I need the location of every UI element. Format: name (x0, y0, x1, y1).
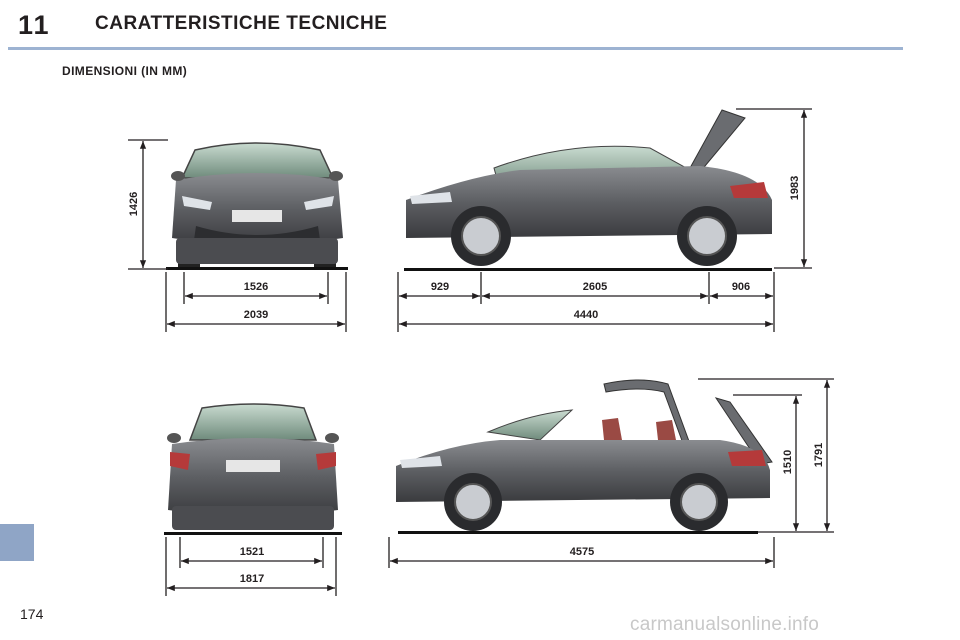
dim-wheelbase: 2605 (583, 281, 607, 293)
dim-rear-track: 1521 (240, 546, 264, 558)
page-number: 174 (20, 606, 44, 622)
dim-width-mirrors: 2039 (244, 309, 268, 321)
dim-rear-overhang: 906 (732, 281, 750, 293)
dim-front-overhang: 929 (431, 281, 449, 293)
car-side-view-convertible (396, 379, 773, 534)
dim-front-height: 1426 (128, 192, 140, 216)
section-title: DIMENSIONI (IN MM) (62, 64, 188, 78)
car-rear-view (164, 403, 342, 535)
watermark: carmanualsonline.info (630, 614, 820, 635)
chapter-side-tab (0, 524, 34, 561)
dim-height-roof-closed: 1510 (782, 450, 794, 474)
dim-overall-length: 4440 (574, 309, 598, 321)
dim-height-roof-operating: 1791 (813, 443, 825, 467)
header-rule (8, 47, 903, 50)
dim-front-track: 1526 (244, 281, 268, 293)
dimension-lines (128, 108, 834, 596)
car-side-view-coupe (404, 109, 772, 271)
dim-height-trunk-open: 1983 (789, 176, 801, 200)
chapter-title: CARATTERISTICHE TECNICHE (95, 13, 388, 34)
chapter-number: 11 (18, 10, 51, 40)
car-front-view (166, 142, 348, 270)
dim-rear-width: 1817 (240, 573, 264, 585)
dim-length-roof-operating: 4575 (570, 546, 594, 558)
